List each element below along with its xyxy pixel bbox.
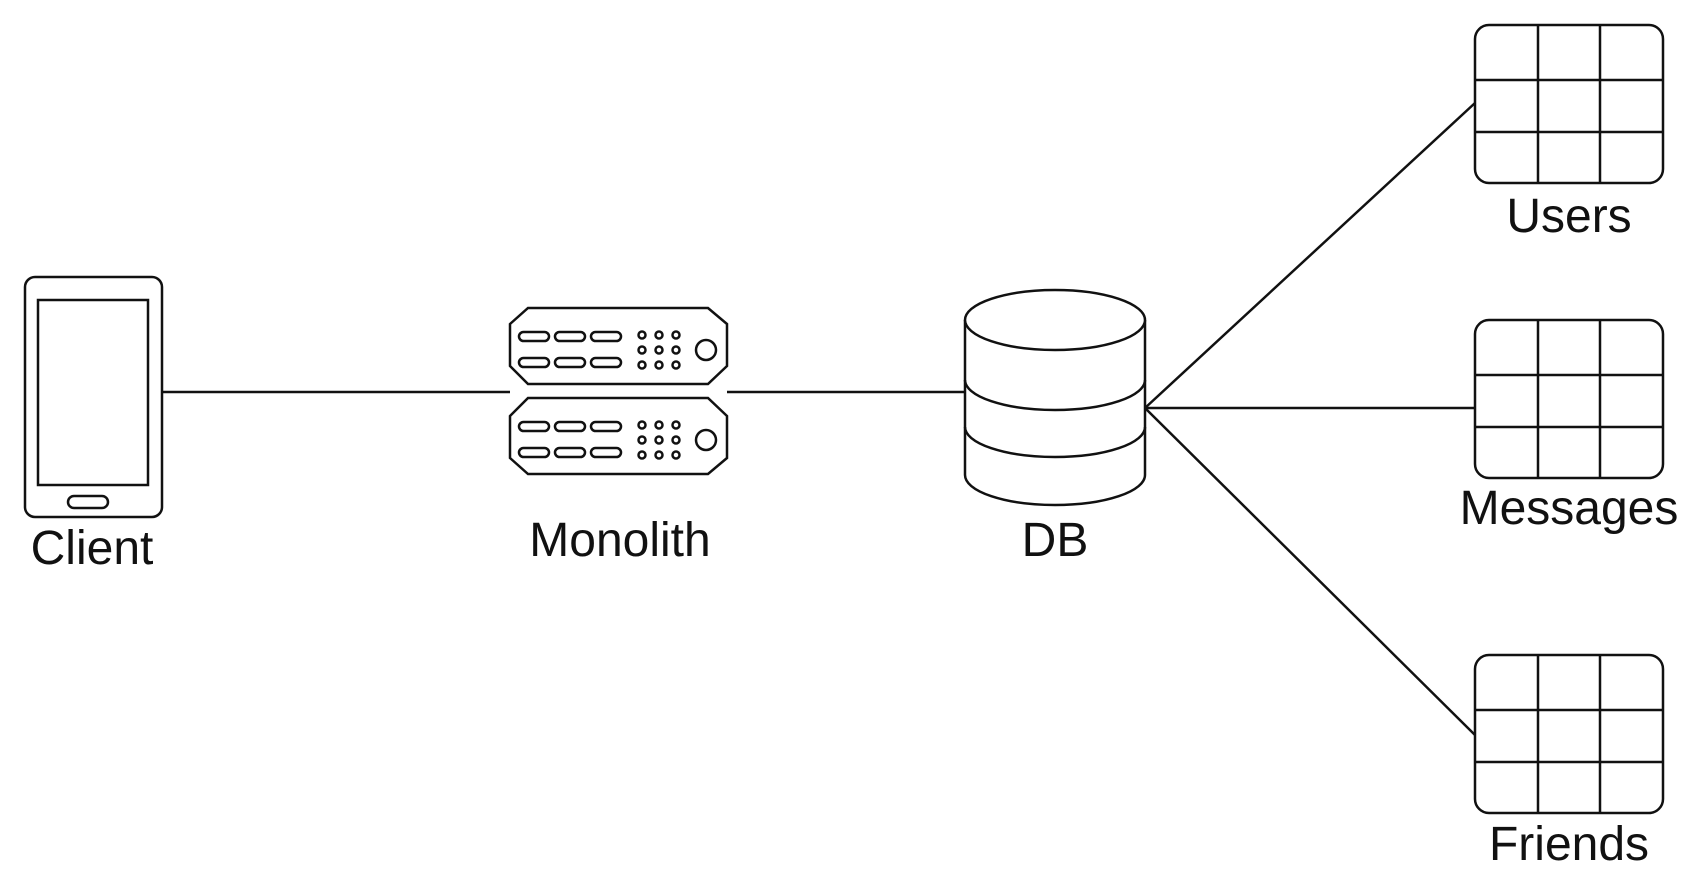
messages-label: Messages [1460,482,1679,535]
table-icon [1473,653,1665,815]
users-node: Users [1473,23,1665,243]
client-node: Client [23,275,164,575]
monolith-node: Monolith [508,306,729,567]
server-rack-icon [508,306,729,476]
friends-node: Friends [1473,653,1665,871]
table-icon [1473,23,1665,185]
edges [162,102,1476,736]
friends-label: Friends [1489,818,1649,871]
table-icon [1473,318,1665,480]
monolith-label: Monolith [529,514,710,567]
db-label: DB [1022,514,1089,567]
server-unit-upper [508,306,729,386]
db-node: DB [963,288,1147,567]
edge-db-friends [1144,407,1476,736]
mobile-phone-icon [23,275,164,519]
users-label: Users [1506,190,1631,243]
server-unit-lower [508,396,729,476]
edge-db-users [1144,102,1476,409]
client-label: Client [31,522,154,575]
database-icon [963,288,1147,507]
messages-node: Messages [1460,318,1679,535]
